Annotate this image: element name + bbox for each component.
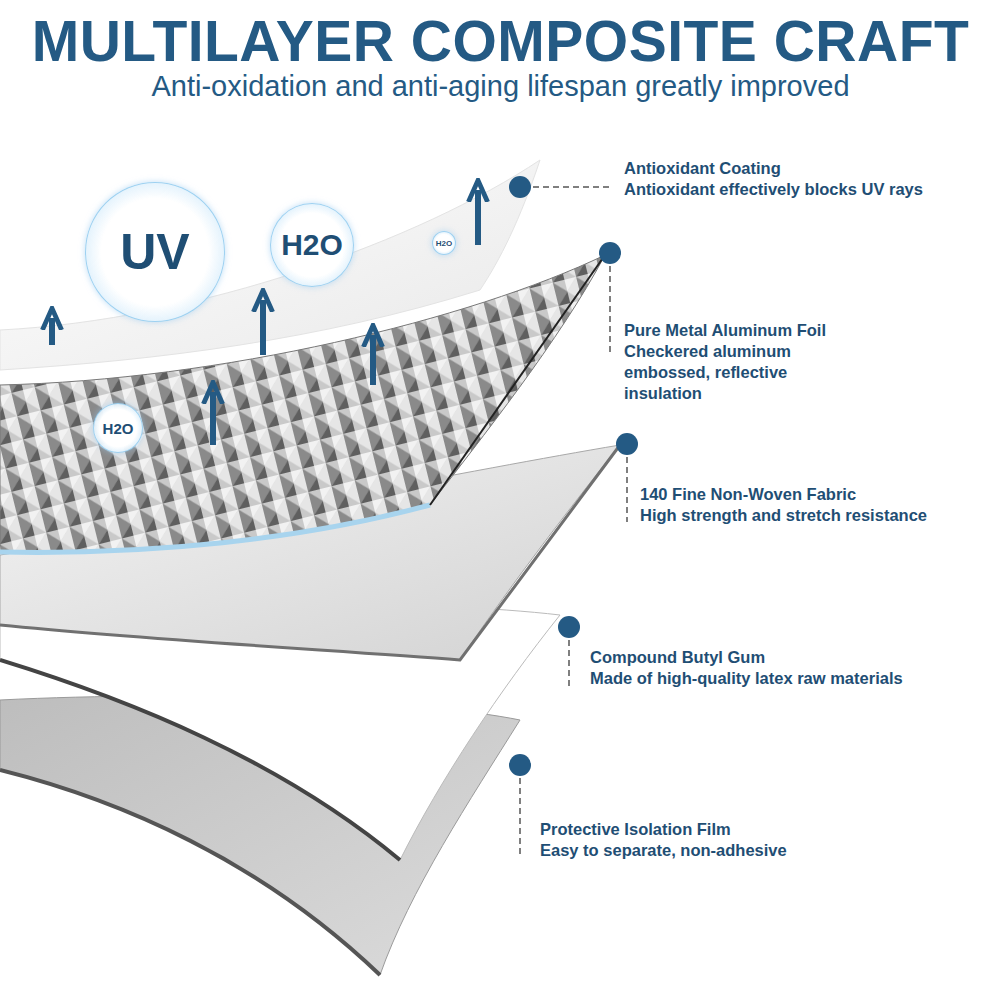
layer-label: 140 Fine Non-Woven Fabric [640, 484, 990, 505]
subtitle: Anti-oxidation and anti-aging lifespan g… [0, 70, 1001, 103]
bubble-text: H2O [281, 228, 343, 262]
layer-label: Easy to separate, non-adhesive [540, 840, 980, 861]
layer-label: High strength and stretch resistance [640, 505, 995, 526]
layer-label: Compound Butyl Gum [590, 647, 990, 668]
layer-label: Pure Metal Aluminum Foil [624, 320, 984, 341]
layer-label: Antioxidant effectively blocks UV rays [624, 179, 994, 200]
bubble-text: H2O [103, 420, 134, 437]
water-bubble: H2O [432, 231, 456, 255]
water-bubble: H2O [270, 203, 354, 287]
water-bubble: H2O [93, 403, 143, 453]
layer-label: Made of high-quality latex raw materials [590, 668, 995, 689]
diagram-title: MULTILAYER COMPOSITE CRAFT [0, 8, 1001, 74]
layer-label: Checkered aluminum embossed, reflective … [624, 341, 854, 404]
bubble-text: UV [120, 223, 189, 281]
water-bubble: UV [85, 182, 225, 322]
layer-label: Protective Isolation Film [540, 819, 980, 840]
layer-label: Antioxidant Coating [624, 158, 984, 179]
bubble-text: H2O [436, 239, 452, 248]
